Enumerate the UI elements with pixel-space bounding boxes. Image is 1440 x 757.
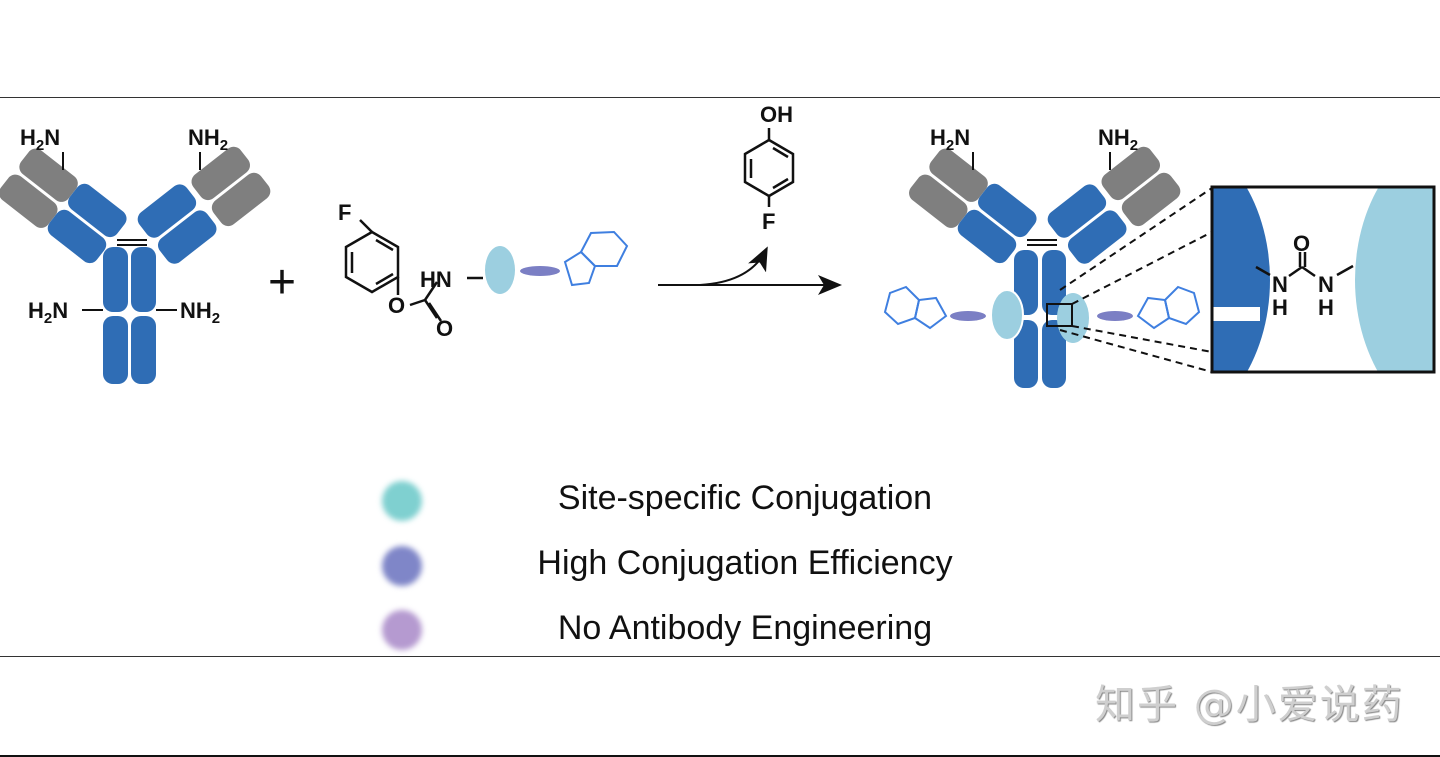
fluorine-label: F: [338, 200, 351, 225]
urea-linkage-inset: [1210, 185, 1436, 374]
antibody-unmodified: [0, 146, 271, 384]
antibody-conjugate: [883, 146, 1201, 388]
hydrogen-label: H: [1318, 295, 1334, 320]
amine-label: NH2: [188, 125, 228, 154]
watermark: 知乎 @小爱说药: [1095, 682, 1404, 728]
legend-item: Site-specific Conjugation: [557, 479, 933, 517]
byproduct-arrow: [699, 246, 768, 286]
callout-lines: [1059, 187, 1213, 373]
hydrogen-label: H: [1272, 295, 1288, 320]
nitrogen-label: N: [1272, 272, 1288, 297]
hydroxyl-label: OH: [760, 102, 793, 127]
amine-label: NH2: [1098, 125, 1138, 154]
footer-rule: [0, 755, 1440, 757]
oxygen-label: O: [1293, 231, 1310, 256]
spacer-ellipse: [520, 266, 560, 276]
fluorine-label: F: [762, 209, 775, 234]
amine-label: H2N: [28, 298, 68, 327]
amine-label: H2N: [20, 125, 60, 154]
legend-dot-teal: [382, 481, 422, 521]
bottom-rule: [0, 656, 1440, 657]
byproduct-molecule: [743, 128, 795, 207]
top-rule: [0, 97, 1440, 98]
legend-dot-purple: [382, 610, 422, 650]
amine-label: NH2: [180, 298, 220, 327]
linker-ellipse: [485, 246, 515, 294]
reagent-molecule: [344, 219, 483, 322]
amine-label: HN: [420, 267, 452, 292]
oxygen-label: O: [436, 316, 453, 341]
legend-item: High Conjugation Efficiency: [537, 544, 953, 582]
amine-label: H2N: [930, 125, 970, 154]
plus-sign: +: [268, 256, 296, 309]
heavy-arm-left: [47, 183, 127, 264]
legend-dot-blue: [382, 546, 422, 586]
nitrogen-label: N: [1318, 272, 1334, 297]
light-chain-left: [0, 148, 78, 228]
heavy-arm-right: [137, 184, 217, 264]
light-chain-right: [191, 146, 271, 227]
legend-item: No Antibody Engineering: [557, 609, 933, 647]
oxygen-label: O: [388, 293, 405, 318]
payload-icon: [563, 230, 629, 287]
